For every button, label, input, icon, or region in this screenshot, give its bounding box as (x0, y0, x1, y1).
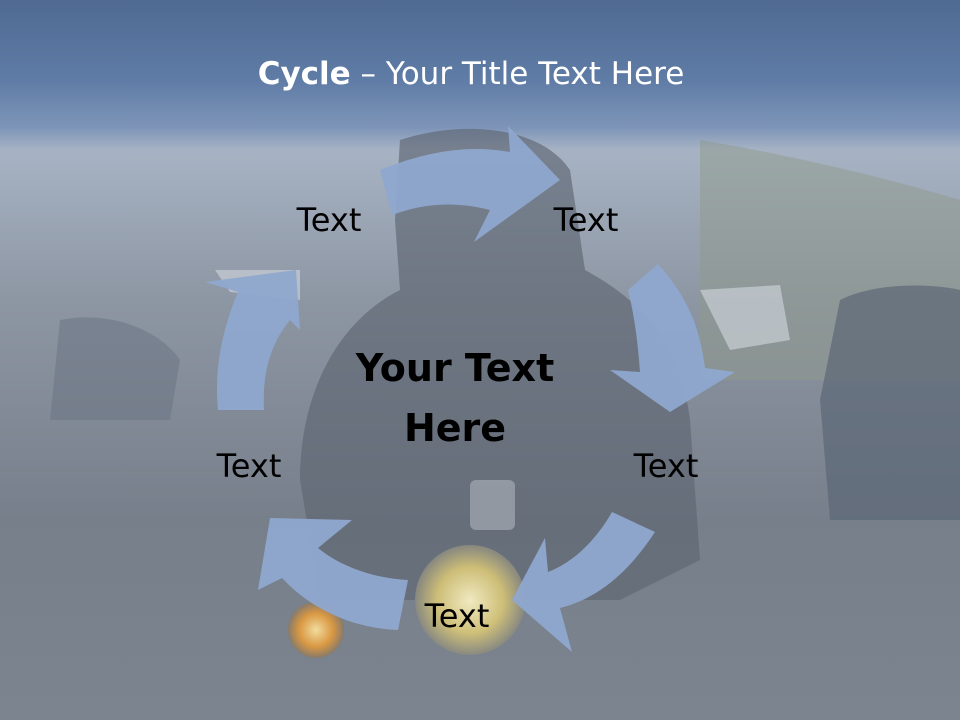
step-label-1: Text (296, 201, 362, 239)
step-label-5: Text (216, 447, 282, 485)
step-label-4: Text (424, 597, 490, 635)
slide-title-rest: – Your Title Text Here (350, 56, 685, 92)
slide-title: Cycle – Your Title Text Here (0, 52, 942, 96)
cycle-arrow-2 (610, 264, 735, 412)
cycle-arrow-1 (380, 126, 560, 242)
cycle-arrow-5 (205, 270, 300, 410)
center-text-line2: Here (403, 406, 507, 450)
parked-car-left (50, 317, 180, 420)
cycle-arrow-3 (512, 512, 655, 652)
turn-signal (288, 602, 344, 658)
step-label-3: Text (633, 447, 699, 485)
cycle-arrow-4 (258, 518, 408, 630)
center-text: Your Text Here (330, 338, 580, 458)
handlebar-mount (470, 480, 515, 530)
step-label-2: Text (553, 201, 619, 239)
parked-car-right (820, 285, 960, 520)
headlight (415, 545, 525, 655)
mirror-right (700, 285, 790, 350)
center-text-line1: Your Text (355, 346, 555, 390)
rider-silhouette (300, 128, 700, 600)
slide-title-bold: Cycle (257, 56, 351, 92)
